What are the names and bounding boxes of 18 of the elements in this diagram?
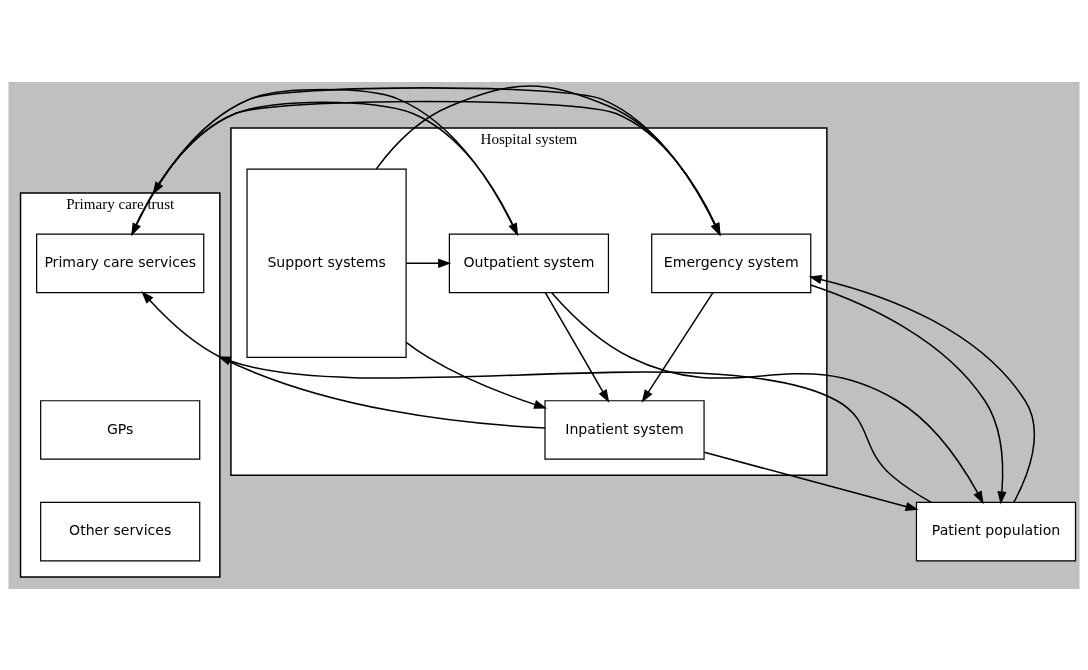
arrow <box>217 355 933 503</box>
arrow <box>703 451 919 511</box>
arrow <box>550 291 984 504</box>
node-box: Other services <box>40 501 201 561</box>
arrow <box>405 258 452 268</box>
arrow <box>405 341 548 409</box>
arrow <box>641 291 714 403</box>
arrow <box>810 283 1007 505</box>
node-box: Support systems <box>246 168 407 358</box>
node-box: Emergency system <box>651 233 812 293</box>
arrow <box>808 274 1036 503</box>
node-box: Patient population <box>915 501 1077 561</box>
node-box: Outpatient system <box>448 233 610 293</box>
arrow <box>544 291 610 403</box>
node-box: Primary care services <box>36 233 205 293</box>
arrow <box>141 290 546 429</box>
node-box: Inpatient system <box>544 399 705 460</box>
node-box: GPs <box>40 399 201 460</box>
